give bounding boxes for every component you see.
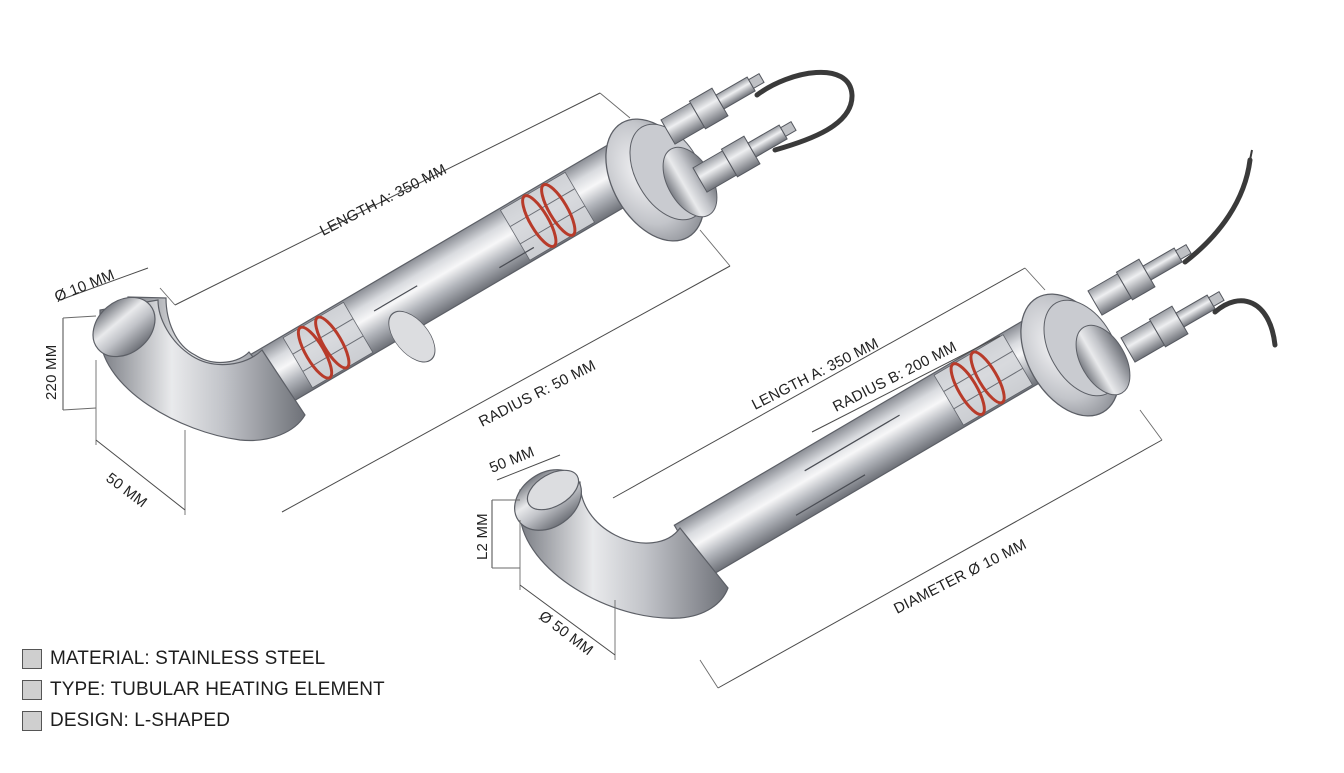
left-straight-tube <box>248 134 657 410</box>
legend: MATERIAL: STAINLESS STEEL TYPE: TUBULAR … <box>22 643 385 736</box>
right-leg-label: 50 MM <box>487 443 537 476</box>
right-flange <box>1020 293 1131 417</box>
legend-swatch <box>22 648 42 669</box>
right-terminal-lower <box>1120 290 1225 363</box>
left-terminal-upper <box>660 72 765 145</box>
right-diameter-label: DIAMETER Ø 10 MM <box>891 536 1029 618</box>
left-heating-element: LENGTH A: 350 MM Ø 10 MM 220 MM 50 MM RA… <box>43 70 855 515</box>
left-length-label: LENGTH A: 350 MM <box>317 161 449 240</box>
left-height-label: 220 MM <box>43 345 60 400</box>
right-end-diameter-label: Ø 50 MM <box>536 608 597 660</box>
left-dimensions <box>59 92 731 515</box>
legend-item-design: DESIGN: L-SHAPED <box>22 705 385 736</box>
right-heating-element: LENGTH A: 350 MM RADIUS B: 200 MM 50 MM … <box>474 149 1278 689</box>
left-radius-label: RADIUS R: 50 MM <box>476 357 599 431</box>
legend-swatch <box>22 710 42 731</box>
right-dimensions <box>491 267 1163 689</box>
right-terminal-upper <box>1087 243 1192 316</box>
right-end-cap <box>514 469 582 531</box>
legend-swatch <box>22 679 42 700</box>
right-tube-bend <box>519 481 729 619</box>
legend-text: TYPE: TUBULAR HEATING ELEMENT <box>50 678 385 700</box>
left-leg-label: 50 MM <box>103 470 151 512</box>
legend-text: DESIGN: L-SHAPED <box>50 709 231 731</box>
left-flange <box>605 118 718 242</box>
legend-item-material: MATERIAL: STAINLESS STEEL <box>22 643 385 674</box>
right-height-label: L2 MM <box>474 513 491 560</box>
right-cable-upper <box>1182 157 1253 265</box>
left-terminal-lower <box>692 120 797 193</box>
left-cable <box>754 70 855 153</box>
left-diameter-label: Ø 10 MM <box>52 266 117 305</box>
legend-item-type: TYPE: TUBULAR HEATING ELEMENT <box>22 674 385 705</box>
legend-text: MATERIAL: STAINLESS STEEL <box>50 647 326 669</box>
left-end-cap <box>92 296 436 363</box>
right-cable-lower <box>1212 298 1278 348</box>
